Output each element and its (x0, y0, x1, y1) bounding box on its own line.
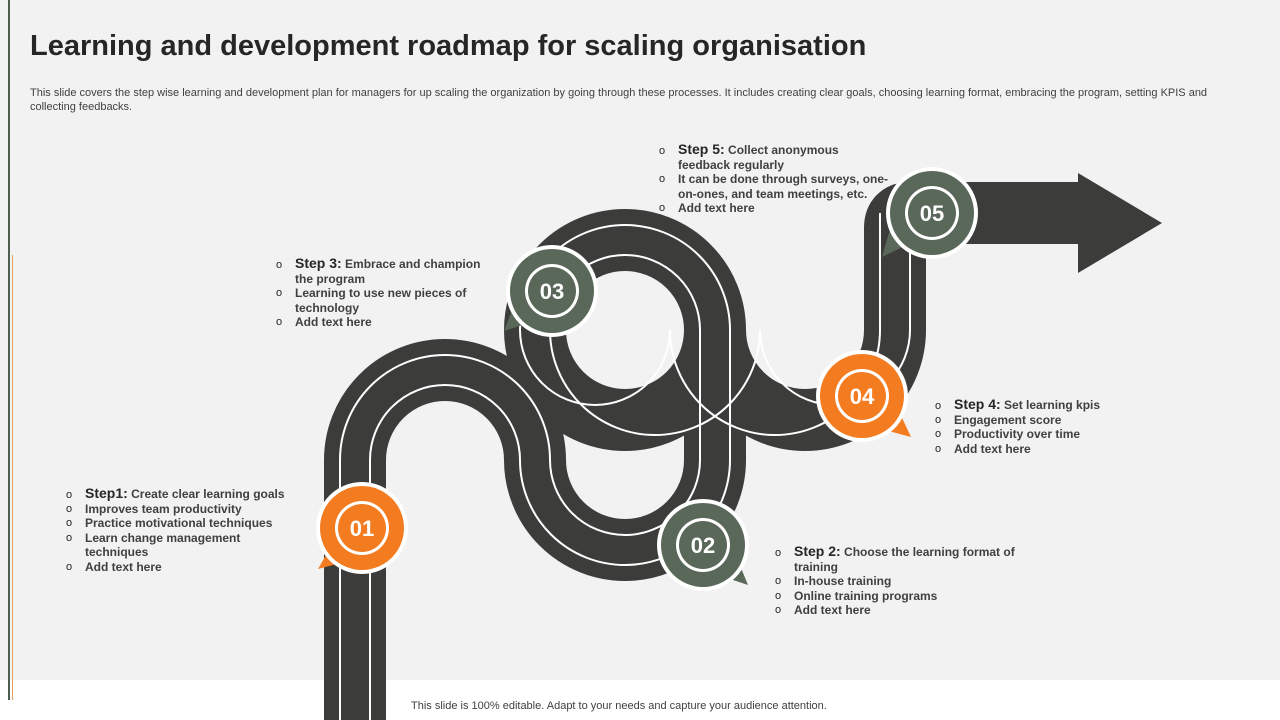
step-02-heading: Choose the learning format of training (794, 545, 1015, 574)
step-01-heading-item: Step1: Create clear learning goals (66, 486, 306, 502)
step-01-number: 01 (350, 516, 374, 541)
page-title: Learning and development roadmap for sca… (30, 30, 867, 62)
step-05-item: It can be done through surveys, one-on-o… (659, 172, 894, 201)
step-04-number: 04 (850, 384, 875, 409)
step-04-heading: Set learning kpis (1004, 398, 1101, 412)
step-03-heading: Embrace and champion the program (295, 257, 481, 286)
step-02-item: In-house training (775, 574, 1020, 589)
step-03-heading-item: Step 3: Embrace and champion the program (276, 256, 491, 286)
step-05-marker: 05 (882, 167, 978, 259)
step-03-marker: 03 (504, 245, 598, 337)
step-04-text: Step 4: Set learning kpis Engagement sco… (935, 397, 1165, 456)
step-02-marker: 02 (657, 499, 749, 591)
footer-band (0, 680, 1280, 720)
step-04-item: Productivity over time (935, 427, 1165, 442)
step-05-label: Step 5: (678, 141, 725, 157)
step-04-heading-item: Step 4: Set learning kpis (935, 397, 1165, 413)
step-01-label: Step1: (85, 485, 128, 501)
road-arrow-head (1078, 173, 1162, 273)
step-05-item: Add text here (659, 201, 894, 216)
road-lane-right (369, 213, 881, 720)
step-04-marker: 04 (816, 350, 911, 442)
step-05-text: Step 5: Collect anonymous feedback regul… (659, 142, 894, 216)
step-01-item: Improves team productivity (66, 502, 306, 517)
step-03-label: Step 3: (295, 255, 342, 271)
step-03-item: Learning to use new pieces of technology (276, 286, 491, 315)
road-lane-left (339, 213, 911, 720)
page-subtitle: This slide covers the step wise learning… (30, 87, 1208, 113)
step-05-heading-item: Step 5: Collect anonymous feedback regul… (659, 142, 894, 172)
left-accent-bar (8, 0, 10, 700)
step-01-marker: 01 (316, 482, 408, 574)
step-01-item: Practice motivational techniques (66, 516, 306, 531)
step-03-item: Add text here (276, 315, 491, 330)
step-02-item: Add text here (775, 603, 1020, 618)
step-02-number: 02 (691, 533, 715, 558)
step-01-item: Learn change management techniques (66, 531, 306, 560)
left-accent-line (12, 255, 13, 700)
step-02-heading-item: Step 2: Choose the learning format of tr… (775, 544, 1020, 574)
step-01-text: Step1: Create clear learning goals Impro… (66, 486, 306, 574)
step-05-number: 05 (920, 201, 944, 226)
step-03-number: 03 (540, 279, 564, 304)
step-04-item: Engagement score (935, 413, 1165, 428)
step-05-heading: Collect anonymous feedback regularly (678, 143, 839, 172)
step-04-item: Add text here (935, 442, 1165, 457)
step-02-label: Step 2: (794, 543, 841, 559)
footer-note: This slide is 100% editable. Adapt to yo… (411, 700, 827, 712)
step-01-heading: Create clear learning goals (131, 487, 285, 501)
step-02-item: Online training programs (775, 589, 1020, 604)
road-path (324, 182, 1080, 720)
step-02-text: Step 2: Choose the learning format of tr… (775, 544, 1020, 618)
step-01-item: Add text here (66, 560, 306, 575)
step-04-label: Step 4: (954, 396, 1001, 412)
step-03-text: Step 3: Embrace and champion the program… (276, 256, 491, 330)
